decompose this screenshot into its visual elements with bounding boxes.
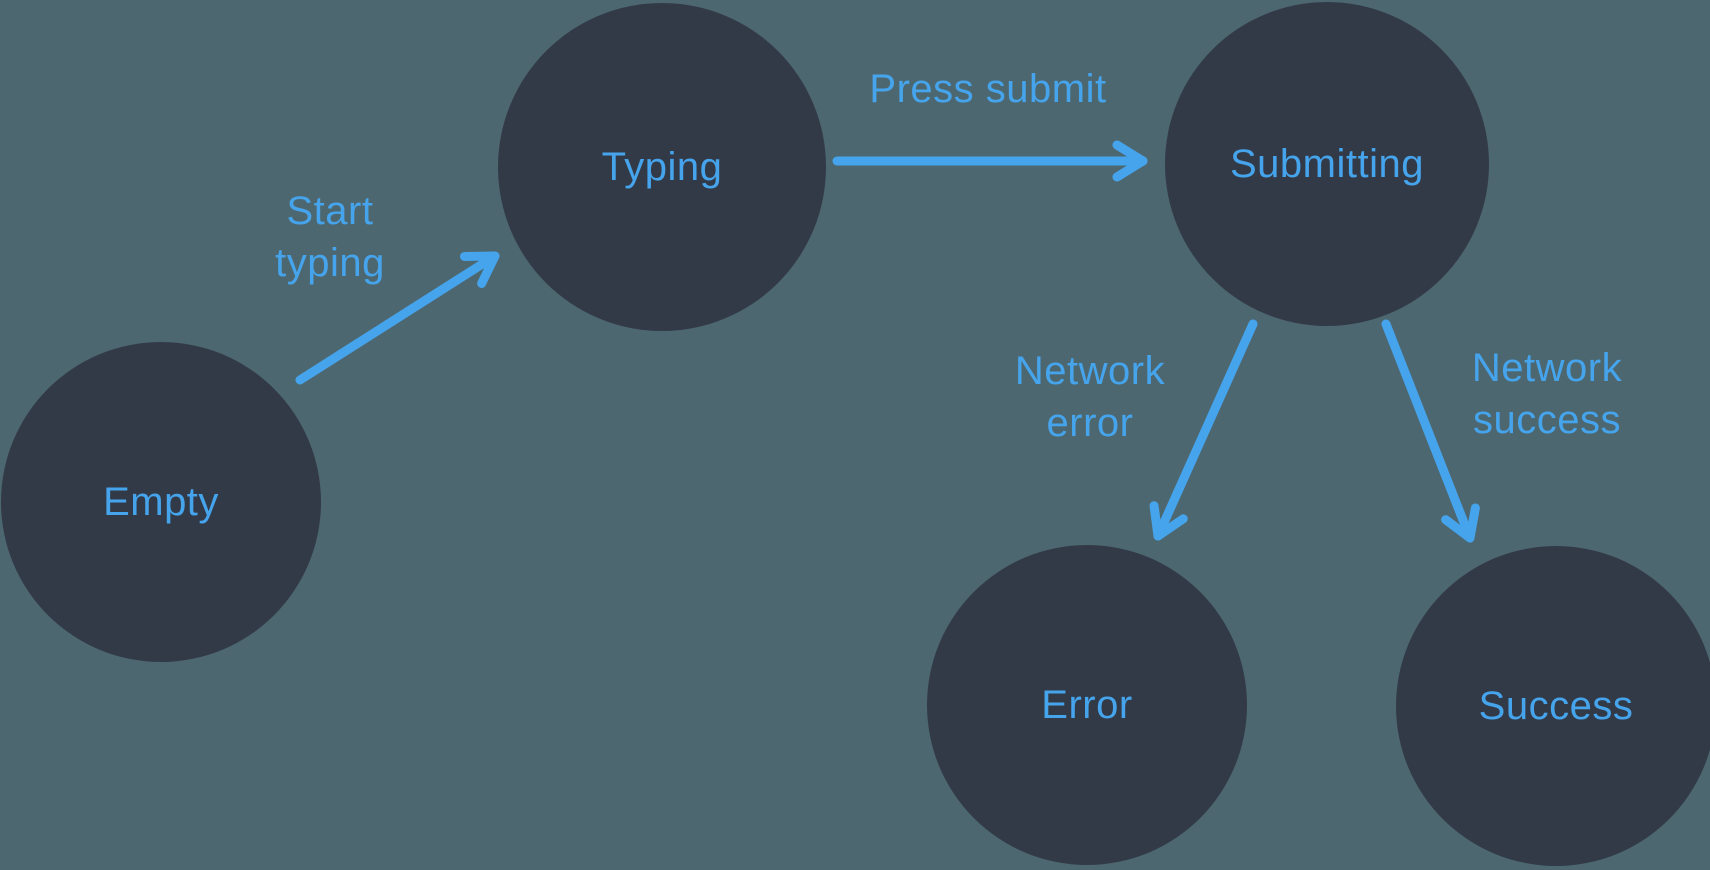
state-label-error: Error bbox=[1041, 682, 1133, 727]
state-label-typing: Typing bbox=[601, 144, 723, 189]
state-node-success: Success bbox=[1396, 546, 1710, 866]
transition-label-network-success: Network success bbox=[1471, 346, 1623, 442]
transition-label-network-error: Network error bbox=[1014, 349, 1166, 445]
state-label-success: Success bbox=[1478, 683, 1634, 728]
transition-arrow-network-error bbox=[1149, 319, 1258, 541]
state-label-empty: Empty bbox=[103, 479, 219, 524]
state-node-error: Error bbox=[927, 545, 1247, 865]
state-node-submitting: Submitting bbox=[1165, 2, 1489, 326]
transition-label-press-submit: Press submit bbox=[869, 67, 1107, 111]
state-node-typing: Typing bbox=[498, 3, 826, 331]
state-node-empty: Empty bbox=[1, 342, 321, 662]
state-label-submitting: Submitting bbox=[1230, 141, 1424, 186]
transition-arrow-start-typing bbox=[295, 251, 500, 385]
transition-label-start-typing: Start typing bbox=[275, 189, 385, 285]
transition-arrow-network-success bbox=[1381, 319, 1480, 543]
